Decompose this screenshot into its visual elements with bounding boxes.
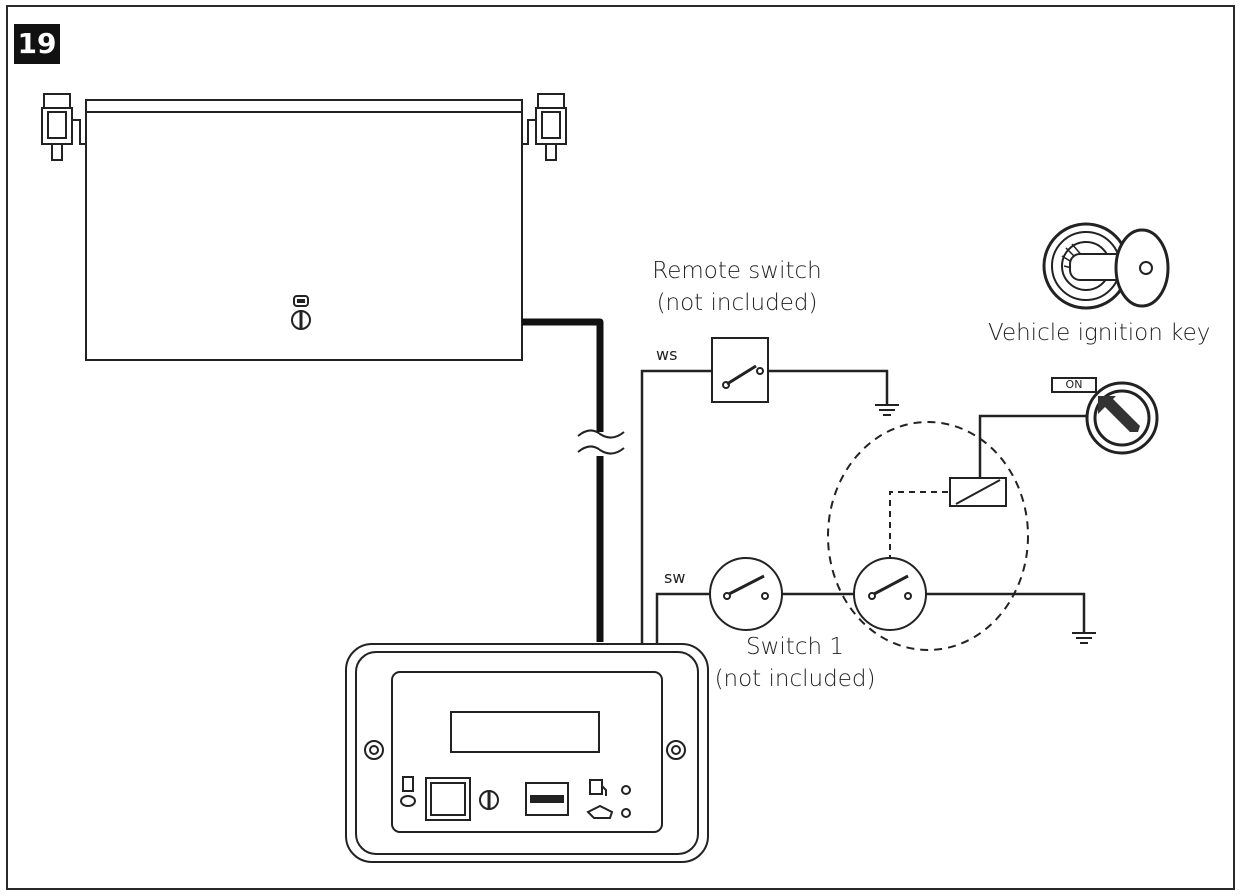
- heater-bracket-right: [522, 93, 567, 161]
- harness-cable: [522, 318, 604, 642]
- sw-wire-label: sw: [664, 568, 686, 587]
- heater-unit: [41, 93, 567, 361]
- remote-switch: [711, 337, 769, 403]
- heater-connector: [291, 295, 311, 330]
- ignition-key-label: Vehicle ignition key: [988, 320, 1211, 346]
- ignition-lock: [1051, 377, 1159, 455]
- control-panel: [345, 643, 709, 863]
- relay-group: [827, 421, 1029, 651]
- ws-wire-label: ws: [656, 345, 678, 364]
- figure-frame: [6, 5, 1235, 890]
- switch1-label: Switch 1 (not included): [690, 634, 900, 692]
- cable-break-mark: [577, 429, 625, 455]
- figure-number-badge: 19: [14, 24, 60, 64]
- switch1-label-line1: Switch 1: [746, 634, 844, 660]
- switch-1: [709, 557, 783, 631]
- remote-switch-label-line1: Remote switch: [652, 258, 822, 284]
- signal-wires: [640, 369, 1088, 644]
- switch1-label-line2: (not included): [714, 666, 876, 692]
- ignition-on-tag: ON: [1065, 378, 1083, 391]
- ground-symbol-switch: [1072, 632, 1096, 644]
- ignition-key-icon: [1042, 222, 1170, 310]
- remote-switch-label: Remote switch (not included): [632, 258, 842, 316]
- remote-switch-label-line2: (not included): [656, 290, 818, 316]
- ground-symbol-remote: [875, 404, 899, 416]
- heater-bracket-left: [41, 93, 86, 161]
